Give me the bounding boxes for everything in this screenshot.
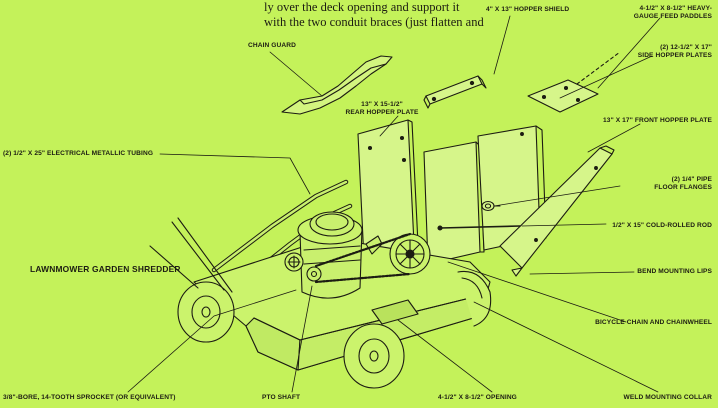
body-text-line: with the two conduit braces (just flatte… [264, 14, 484, 29]
side-hopper-plate-right [477, 125, 547, 251]
label-feed-paddles: 4-1/2" X 8-1/2" HEAVY- GAUGE FEED PADDLE… [600, 5, 712, 20]
mower-handle [149, 217, 233, 293]
article-body-text: ly over the deck opening and support it … [264, 0, 496, 29]
label-pto-shaft: PTO SHAFT [262, 394, 301, 401]
label-front-hopper-plate: 13" X 17" FRONT HOPPER PLATE [603, 117, 712, 124]
label-cold-rolled-rod: 1/2" X 15" COLD-ROLLED ROD [612, 222, 712, 229]
label-metallic-tubing: (2) 1/2" X 25" ELECTRICAL METALLIC TUBIN… [3, 150, 154, 157]
floor-flange-part [481, 200, 501, 212]
label-line: (2) 12-1/2" X 17" [660, 44, 712, 51]
label-line: FLOOR FLANGES [654, 183, 712, 191]
rear-hopper-plate-part [357, 119, 419, 261]
diagram-title: LAWNMOWER GARDEN SHREDDER [30, 264, 181, 274]
label-line: (2) 1/4" PIPE [671, 176, 712, 183]
wheel-rear-left [177, 281, 235, 343]
leader-lines [127, 15, 661, 393]
wheel-rear-right [457, 270, 492, 327]
hopper-shield-part [423, 75, 487, 109]
chainwheel-part [306, 232, 431, 284]
label-sprocket: 3/8"-BORE, 14-TOOTH SPROCKET (OR EQUIVAL… [3, 394, 176, 401]
label-line: GAUGE FEED PADDLES [633, 12, 712, 20]
front-hopper-plate-part [499, 145, 615, 277]
body-text-line: ly over the deck opening and support it [264, 0, 460, 14]
label-chain-guard: CHAIN GUARD [248, 42, 296, 49]
label-floor-flanges: (2) 1/4" PIPE FLOOR FLANGES [620, 176, 712, 191]
feed-paddle-part [527, 51, 621, 113]
side-hopper-plate-left [423, 141, 485, 265]
label-line: REAR HOPPER PLATE [345, 108, 419, 116]
label-bicycle-chain: BICYCLE CHAIN AND CHAINWHEEL [595, 319, 712, 326]
label-hopper-shield: 4" X 13" HOPPER SHIELD [486, 6, 570, 13]
label-deck-opening: 4-1/2" X 8-1/2" OPENING [438, 394, 517, 401]
label-weld-mounting-collar: WELD MOUNTING COLLAR [623, 394, 712, 401]
label-line: 13" X 15-1/2" [361, 101, 403, 108]
label-line: 4-1/2" X 8-1/2" HEAVY- [639, 5, 712, 12]
label-side-hopper-plates: (2) 12-1/2" X 17" SIDE HOPPER PLATES [600, 44, 712, 59]
label-bend-mounting-lips: BEND MOUNTING LIPS [637, 268, 712, 275]
label-rear-hopper-plate: 13" X 15-1/2" REAR HOPPER PLATE [344, 101, 420, 116]
wheel-front-left [343, 323, 405, 389]
cold-rolled-rod-part [437, 225, 521, 231]
chain-guard-part [281, 55, 393, 115]
label-line: SIDE HOPPER PLATES [637, 51, 712, 59]
